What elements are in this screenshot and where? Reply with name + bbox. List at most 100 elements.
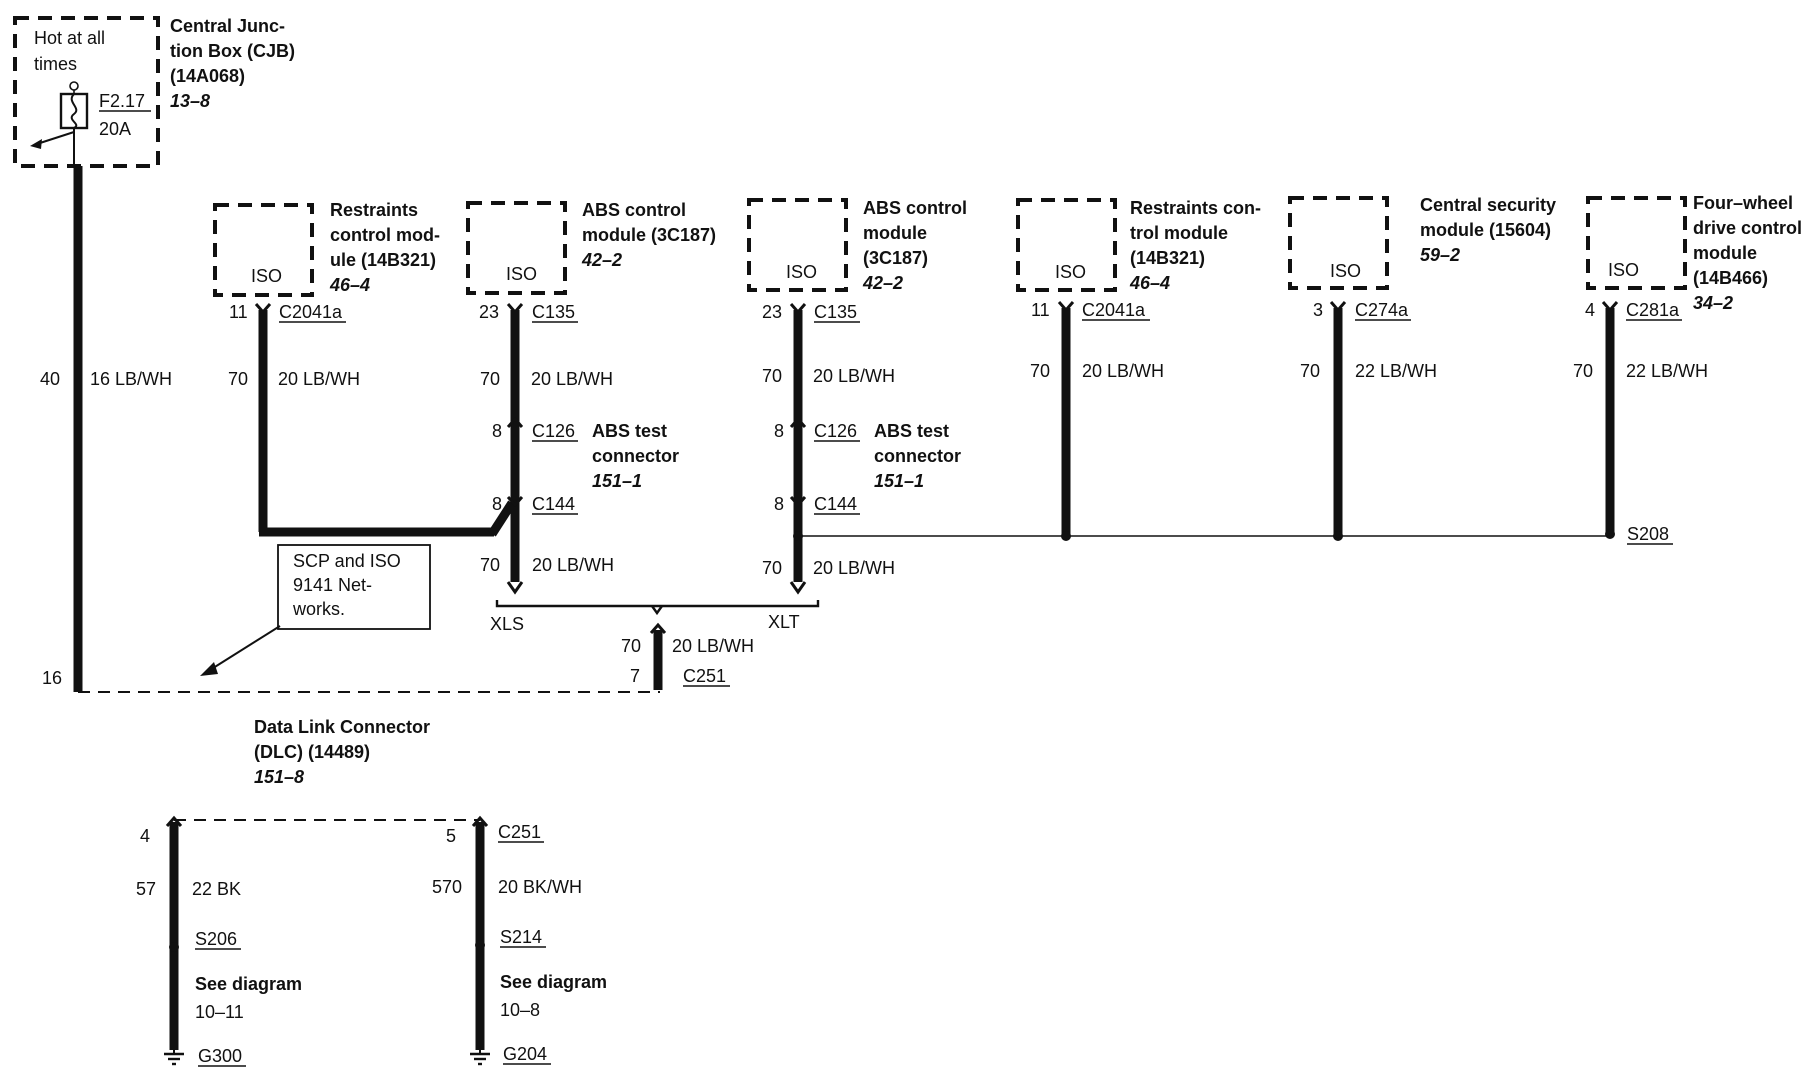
module-name-line: module — [1693, 243, 1757, 263]
module-name-line: Restraints con- — [1130, 198, 1261, 218]
dlc-title-2: (DLC) (14489) — [254, 742, 370, 762]
module-name-line: ule (14B321) — [330, 250, 436, 270]
abs-test-name: connector — [592, 446, 679, 466]
wire-color: 20 LB/WH — [672, 636, 754, 656]
iso-tag: ISO — [1608, 260, 1639, 280]
module-name-line: (14B466) — [1693, 268, 1768, 288]
module-name-line: module (3C187) — [582, 225, 716, 245]
see-diagram: See diagram — [500, 972, 607, 992]
cjb-ref: 13–8 — [170, 91, 210, 111]
module-pin: 3 — [1313, 300, 1323, 320]
module-central-security: ISO Central security module (15604) 59–2… — [1288, 195, 1556, 536]
iso-bus-line: S208 — [793, 524, 1673, 545]
module-abs-xlt: ISO ABS control module (3C187) 42–2 23 C… — [747, 198, 967, 595]
splice-dot — [169, 942, 179, 952]
fuse-label: F2.17 — [99, 91, 145, 111]
module-connector: C2041a — [279, 302, 343, 322]
dlc-connector: C251 — [498, 822, 541, 842]
ground-label: G204 — [503, 1044, 547, 1064]
abs-test-name: ABS test — [592, 421, 667, 441]
module-name-line: drive control — [1693, 218, 1802, 238]
wire-circuit: 70 — [1300, 361, 1320, 381]
module-ref: 46–4 — [1129, 273, 1170, 293]
module-ref: 34–2 — [1693, 293, 1733, 313]
dlc-connector: C251 — [683, 666, 726, 686]
module-four-wheel-drive: ISO Four–wheel drive control module (14B… — [1573, 193, 1802, 532]
wire-circuit: 70 — [1030, 361, 1050, 381]
module-pin: 4 — [1585, 300, 1595, 320]
splice-dot — [1061, 531, 1071, 541]
dlc-pin-16: 16 — [42, 668, 62, 688]
fuse-icon — [30, 81, 89, 168]
iso-tag: ISO — [1055, 262, 1086, 282]
wire-circuit: 70 — [762, 558, 782, 578]
wire-color: 20 LB/WH — [1082, 361, 1164, 381]
module-name-line: Central security — [1420, 195, 1556, 215]
variant-xls: XLS — [490, 614, 524, 634]
wire-color: 20 LB/WH — [532, 555, 614, 575]
wire-color: 20 LB/WH — [531, 369, 613, 389]
abs-test-connector: C126 — [814, 421, 857, 441]
note-line: SCP and ISO — [293, 551, 401, 571]
c144-pin: 8 — [492, 494, 502, 514]
dlc-pin: 5 — [446, 826, 456, 846]
cjb-hot-line-1: Hot at all — [34, 28, 105, 48]
dlc-ref: 151–8 — [254, 767, 304, 787]
module-ref: 46–4 — [329, 275, 370, 295]
wire-color: 20 LB/WH — [813, 558, 895, 578]
wire-color: 22 LB/WH — [1626, 361, 1708, 381]
wire-circuit: 57 — [136, 879, 156, 899]
wire-circuit: 570 — [432, 877, 462, 897]
cjb-hot-line-2: times — [34, 54, 77, 74]
module-name-line: module — [863, 223, 927, 243]
note-line: 9141 Net- — [293, 575, 372, 595]
cjb-title-3: (14A068) — [170, 66, 245, 86]
diagram-ref: 10–11 — [195, 1002, 244, 1022]
module-name-line: trol module — [1130, 223, 1228, 243]
c144-pin: 8 — [774, 494, 784, 514]
ground-branch-g204: 5 C251 570 20 BK/WH S214 See diagram 10–… — [432, 815, 607, 1066]
wire-circuit: 70 — [762, 366, 782, 386]
main-circuit: 40 — [40, 369, 60, 389]
dlc-title-1: Data Link Connector — [254, 717, 430, 737]
arrow-icon — [200, 662, 218, 676]
iso-tag: ISO — [1330, 261, 1361, 281]
variant-xlt: XLT — [768, 612, 800, 632]
abs-test-connector: C126 — [532, 421, 575, 441]
variant-brace: XLS XLT — [490, 600, 820, 634]
splice-dot — [793, 531, 803, 541]
wire-color: 20 BK/WH — [498, 877, 582, 897]
abs-test-pin: 8 — [492, 421, 502, 441]
iso-tag: ISO — [506, 264, 537, 284]
abs-test-ref: 151–1 — [874, 471, 924, 491]
module-connector: C281a — [1626, 300, 1680, 320]
diagram-ref: 10–8 — [500, 1000, 540, 1020]
main-feed-wire: 40 16 LB/WH 16 — [40, 166, 172, 692]
module-pin: 11 — [1031, 300, 1050, 320]
ground-circuits: 4 57 22 BK S206 See diagram 10–11 G300 5… — [136, 815, 607, 1067]
module-abs-xls: ISO ABS control module (3C187) 42–2 23 C… — [466, 200, 716, 595]
see-diagram: See diagram — [195, 974, 302, 994]
wire-color: 22 LB/WH — [1355, 361, 1437, 381]
abs-test-ref: 151–1 — [592, 471, 642, 491]
wire-circuit: 70 — [228, 369, 248, 389]
ground-icon — [470, 1050, 490, 1066]
splice-label: S214 — [500, 927, 542, 947]
module-name-line: Restraints — [330, 200, 418, 220]
module-restraints-right: ISO Restraints con- trol module (14B321)… — [1016, 198, 1261, 536]
module-pin: 11 — [229, 302, 248, 322]
abs-test-name: connector — [874, 446, 961, 466]
splice-dot — [1333, 531, 1343, 541]
iso-tag: ISO — [786, 262, 817, 282]
module-name-line: (14B321) — [1130, 248, 1205, 268]
module-pin: 23 — [479, 302, 499, 322]
splice-dot — [475, 940, 485, 950]
module-name-line: (3C187) — [863, 248, 928, 268]
iso-tag: ISO — [251, 266, 282, 286]
wire-circuit: 70 — [621, 636, 641, 656]
ground-label: G300 — [198, 1046, 242, 1066]
cjb-title-1: Central Junc- — [170, 16, 285, 36]
module-name-line: module (15604) — [1420, 220, 1551, 240]
splice-s208: S208 — [1627, 524, 1669, 544]
